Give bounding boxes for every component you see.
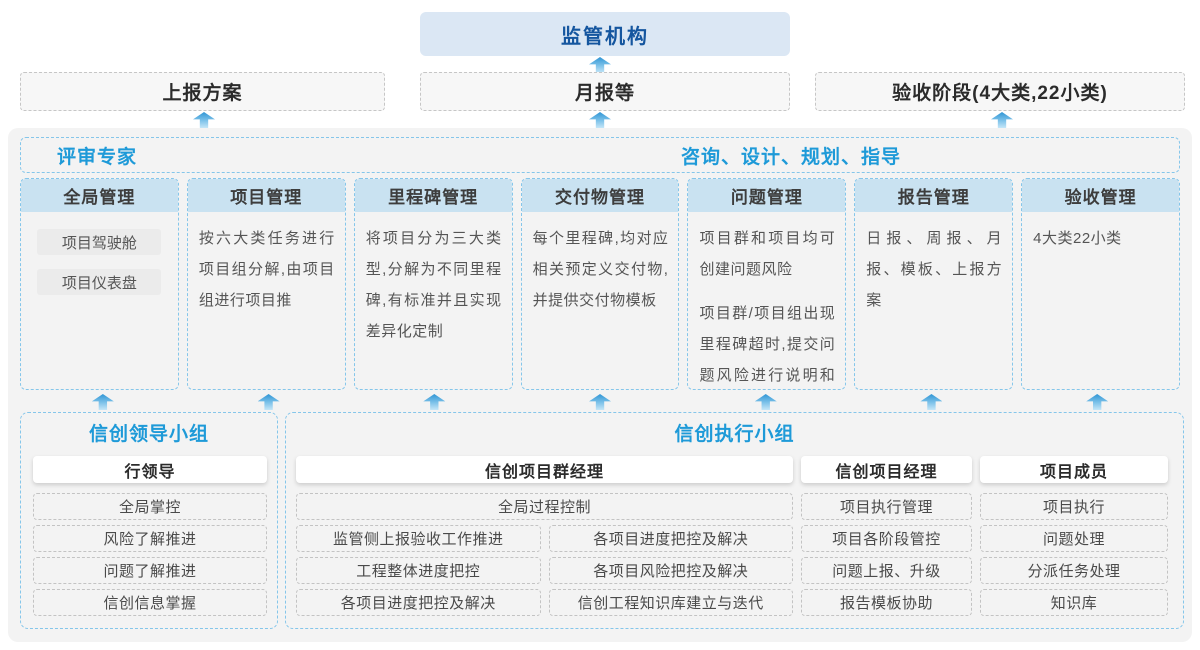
member-item: 知识库	[980, 589, 1168, 616]
member-item: 分派任务处理	[980, 557, 1168, 584]
column-header: 全局管理	[21, 179, 178, 212]
role-program-manager: 信创项目群经理	[296, 456, 793, 483]
leader-item: 信创信息掌握	[33, 589, 267, 616]
arrow-up-icon	[193, 112, 215, 128]
platform-container: 评审专家 咨询、设计、规划、指导 全局管理 项目驾驶舱 项目仪表盘 项目管理 按…	[8, 128, 1192, 642]
pm-item: 问题上报、升级	[801, 557, 972, 584]
column-header: 里程碑管理	[354, 179, 512, 212]
pm-group-item: 各项目进度把控及解决	[296, 589, 541, 616]
arrow-up-icon	[991, 112, 1013, 128]
issue-paragraph-1: 项目群和项目均可创建问题风险	[699, 230, 836, 278]
column-description: 项目群和项目均可创建问题风险 项目群/项目组出现里程碑超时,提交问题风险进行说明…	[688, 212, 845, 389]
pm-group-item: 工程整体进度把控	[296, 557, 541, 584]
column-description: 将项目分为三大类型,分解为不同里程碑,有标准并且实现差异化定制	[365, 230, 502, 340]
column-milestone-management: 里程碑管理 将项目分为三大类型,分解为不同里程碑,有标准并且实现差异化定制	[353, 178, 513, 390]
pm-group-item: 各项目进度把控及解决	[548, 525, 793, 552]
arrow-up-icon	[754, 394, 777, 410]
consulting-label: 咨询、设计、规划、指导	[681, 146, 902, 168]
exec-group-box: 信创执行小组 信创项目群经理 全局过程控制 监管侧上报验收工作推进 各项目进度把…	[285, 412, 1184, 629]
arrow-up-icon	[91, 394, 114, 410]
member-item: 项目执行	[980, 493, 1168, 520]
role-project-member: 项目成员	[980, 456, 1168, 483]
column-header: 交付物管理	[521, 179, 679, 212]
pm-group-item: 全局过程控制	[296, 493, 793, 520]
program-manager-group: 信创项目群经理 全局过程控制 监管侧上报验收工作推进 各项目进度把控及解决 工程…	[296, 456, 793, 616]
column-description: 日报、周报、月报、模板、上报方案	[866, 230, 1003, 309]
role-bank-leader: 行领导	[33, 456, 267, 483]
regulator-box: 监管机构	[420, 12, 790, 56]
member-item: 问题处理	[980, 525, 1168, 552]
advisor-strip: 评审专家 咨询、设计、规划、指导	[20, 137, 1180, 173]
pm-item: 项目各阶段管控	[801, 525, 972, 552]
column-global-management: 全局管理 项目驾驶舱 项目仪表盘	[20, 178, 179, 390]
arrow-up-icon	[1086, 394, 1109, 410]
column-deliverable-management: 交付物管理 每个里程碑,均对应相关预定义交付物,并提供交付物模板	[520, 178, 680, 390]
column-description: 4大类22小类	[1033, 230, 1122, 247]
pm-item: 报告模板协助	[801, 589, 972, 616]
pm-group-item: 信创工程知识库建立与迭代	[548, 589, 793, 616]
role-project-manager: 信创项目经理	[801, 456, 972, 483]
issue-paragraph-2: 项目群/项目组出现里程碑超时,提交问题风险进行说明和解决	[699, 305, 836, 384]
project-manager-group: 信创项目经理 项目执行管理 项目各阶段管控 问题上报、升级 报告模板协助	[801, 456, 972, 616]
arrow-up-icon	[589, 112, 611, 128]
report-box-monthly: 月报等	[420, 72, 790, 111]
review-experts-label: 评审专家	[57, 146, 138, 168]
column-description: 按六大类任务进行项目组分解,由项目组进行项目推	[198, 230, 335, 309]
arrow-up-icon	[423, 394, 446, 410]
column-issue-management: 问题管理 项目群和项目均可创建问题风险 项目群/项目组出现里程碑超时,提交问题风…	[687, 178, 847, 390]
report-box-plan: 上报方案	[20, 72, 385, 111]
column-header: 问题管理	[688, 179, 846, 212]
exec-group-title: 信创执行小组	[674, 424, 795, 445]
column-arrows	[20, 394, 1180, 410]
pm-group-item: 各项目风险把控及解决	[548, 557, 793, 584]
arrow-up-icon	[257, 394, 280, 410]
arrow-up-icon	[920, 394, 943, 410]
column-header: 报告管理	[855, 179, 1013, 212]
pill-project-cockpit: 项目驾驶舱	[37, 229, 162, 255]
column-project-management: 项目管理 按六大类任务进行项目组分解,由项目组进行项目推	[186, 178, 346, 390]
leader-item: 全局掌控	[33, 493, 267, 520]
project-member-group: 项目成员 项目执行 问题处理 分派任务处理 知识库	[980, 456, 1168, 616]
pm-group-item: 监管侧上报验收工作推进	[296, 525, 541, 552]
arrow-up-icon	[589, 394, 612, 410]
leader-group-title: 信创领导小组	[88, 424, 209, 445]
column-description: 每个里程碑,均对应相关预定义交付物,并提供交付物模板	[532, 230, 669, 309]
arrow-up-icon	[589, 57, 611, 73]
leader-group-box: 信创领导小组 行领导 全局掌控 风险了解推进 问题了解推进 信创信息掌握	[20, 412, 278, 629]
leader-item: 风险了解推进	[33, 525, 267, 552]
column-header: 项目管理	[187, 179, 345, 212]
column-report-management: 报告管理 日报、周报、月报、模板、上报方案	[854, 178, 1014, 390]
column-header: 验收管理	[1022, 179, 1180, 212]
leader-item: 问题了解推进	[33, 557, 267, 584]
management-columns: 全局管理 项目驾驶舱 项目仪表盘 项目管理 按六大类任务进行项目组分解,由项目组…	[20, 178, 1181, 390]
pill-project-dashboard: 项目仪表盘	[37, 269, 162, 295]
pm-item: 项目执行管理	[801, 493, 972, 520]
column-acceptance-management: 验收管理 4大类22小类	[1021, 178, 1181, 390]
report-box-acceptance: 验收阶段(4大类,22小类)	[815, 72, 1185, 111]
